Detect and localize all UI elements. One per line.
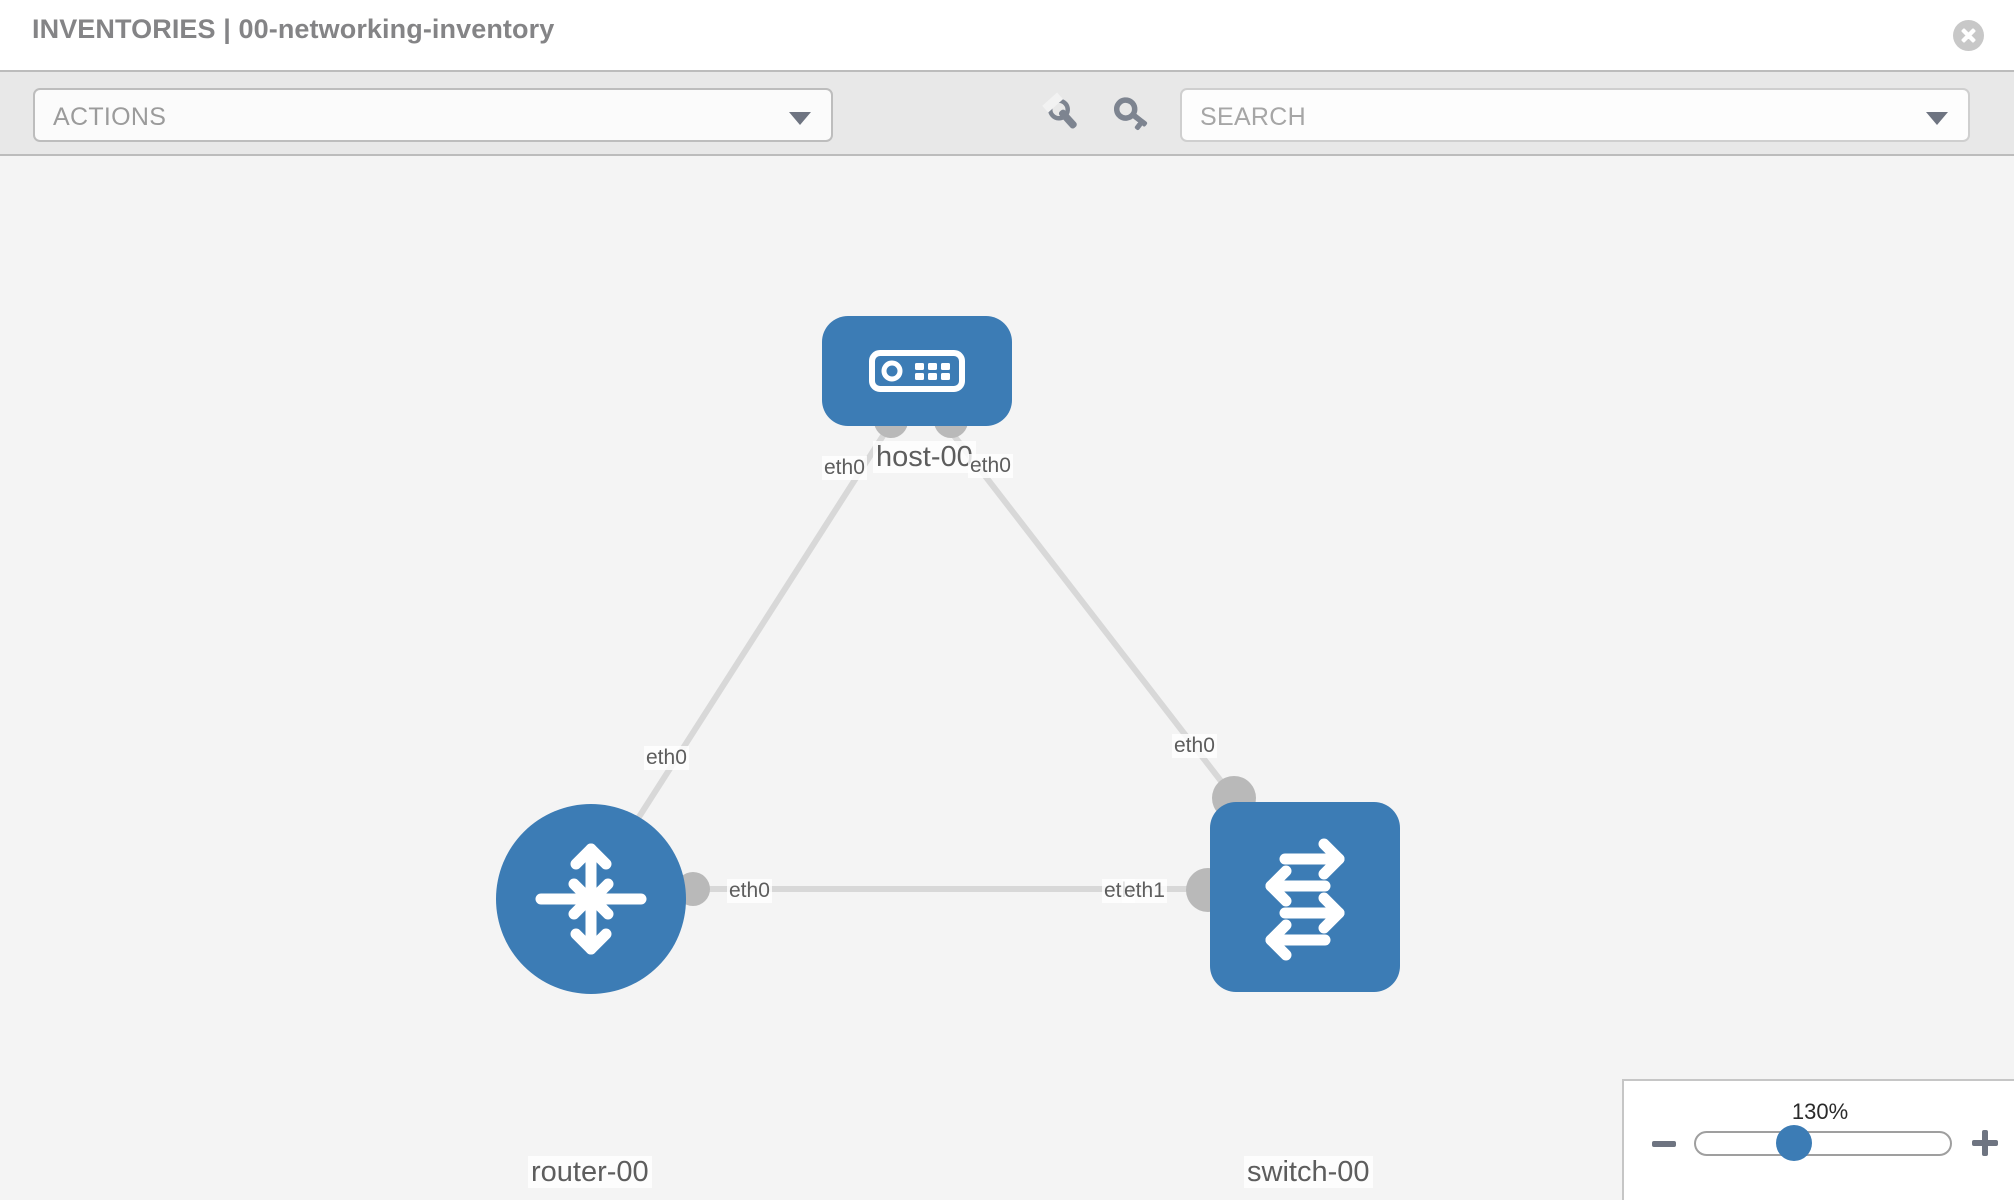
page-title: INVENTORIES | 00-networking-inventory: [32, 14, 555, 44]
node-label-host-00: host-00: [873, 441, 976, 474]
interface-label-router-up: eth0: [644, 746, 689, 771]
node-router-00[interactable]: [496, 804, 686, 994]
zoom-slider-track[interactable]: [1694, 1131, 1952, 1156]
close-button[interactable]: [1953, 20, 1984, 51]
node-label-router-00: router-00: [528, 1156, 652, 1189]
close-icon: [1961, 28, 1976, 43]
router-arrows-icon: [535, 843, 647, 955]
server-icon: [869, 350, 965, 392]
interface-label-router-right: eth0: [727, 879, 772, 904]
zoom-percent-label: 130%: [1791, 1099, 1849, 1124]
wrench-icon: [1042, 92, 1077, 129]
toolbar: ACTIONS SEARCH: [0, 70, 2014, 156]
zoom-control-panel: 130%: [1622, 1079, 2014, 1200]
link-host-router: [611, 426, 891, 858]
interface-label-switch-up: eth0: [1172, 734, 1217, 759]
node-host-00[interactable]: [822, 316, 1012, 426]
title-bar: INVENTORIES | 00-networking-inventory: [0, 0, 2014, 70]
search-input[interactable]: SEARCH: [1180, 88, 1970, 142]
switch-arrows-icon: [1265, 838, 1345, 961]
interface-label-host-left: eth0: [822, 456, 867, 481]
chevron-down-icon: [789, 112, 811, 125]
interface-label-host-right: eth0: [968, 454, 1013, 479]
zoom-out-button[interactable]: [1652, 1141, 1676, 1147]
chevron-down-icon: [1926, 112, 1948, 125]
topology-links: [611, 426, 1251, 892]
key-icon: [1113, 97, 1148, 131]
node-label-switch-00: switch-00: [1244, 1156, 1373, 1189]
wrench-button[interactable]: [1041, 92, 1085, 136]
node-switch-00[interactable]: [1210, 802, 1400, 992]
zoom-in-button[interactable]: [1972, 1130, 1998, 1156]
actions-dropdown[interactable]: ACTIONS: [33, 88, 833, 142]
actions-dropdown-label: ACTIONS: [53, 103, 167, 131]
topology-canvas[interactable]: host-00 router-00 switch-00 eth0 eth0 et…: [0, 156, 2014, 1200]
key-button[interactable]: [1110, 92, 1154, 136]
search-placeholder: SEARCH: [1200, 103, 1306, 131]
interface-label-switch-left: eth1: [1122, 879, 1167, 904]
zoom-slider-thumb[interactable]: [1776, 1125, 1812, 1161]
